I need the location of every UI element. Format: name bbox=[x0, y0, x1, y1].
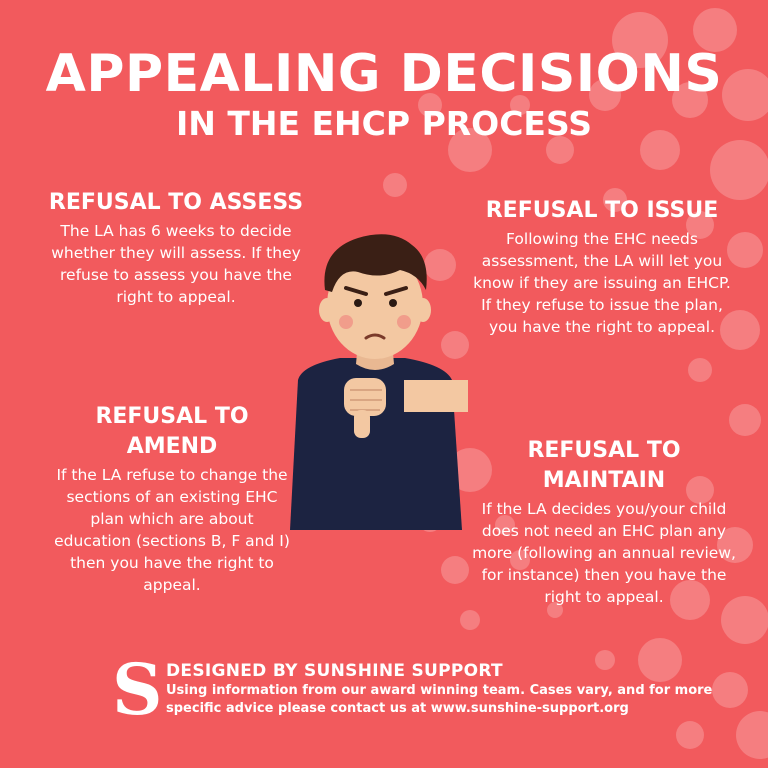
section-heading: REFUSAL TO MAINTAIN bbox=[527, 438, 681, 493]
section-refusal-to-issue: REFUSAL TO ISSUE Following the EHC needs… bbox=[468, 196, 736, 338]
section-refusal-to-assess: REFUSAL TO ASSESS The LA has 6 weeks to … bbox=[48, 188, 304, 308]
footer-designed-by: DESIGNED BY SUNSHINE SUPPORT bbox=[166, 661, 503, 681]
section-heading: REFUSAL TO ISSUE bbox=[485, 198, 719, 223]
section-body: If the LA refuse to change the sections … bbox=[54, 466, 290, 594]
footer: DESIGNED BY SUNSHINE SUPPORT Using infor… bbox=[166, 660, 746, 718]
section-refusal-to-maintain: REFUSAL TO MAINTAIN If the LA decides yo… bbox=[468, 436, 740, 608]
section-body: The LA has 6 weeks to decide whether the… bbox=[51, 222, 301, 306]
sunshine-support-logo-icon: S bbox=[112, 656, 163, 720]
svg-text:S: S bbox=[112, 656, 163, 720]
section-refusal-to-amend: REFUSAL TO AMEND If the LA refuse to cha… bbox=[54, 402, 290, 596]
section-heading: REFUSAL TO ASSESS bbox=[48, 190, 304, 215]
footer-line-2: specific advice please contact us at www… bbox=[166, 701, 629, 716]
page-subtitle: IN THE EHCP PROCESS bbox=[175, 104, 593, 143]
section-body: Following the EHC needs assessment, the … bbox=[473, 230, 731, 336]
page-title: APPEALING DECISIONS bbox=[45, 44, 723, 104]
section-heading: REFUSAL TO AMEND bbox=[95, 404, 249, 459]
footer-line-1: Using information from our award winning… bbox=[166, 683, 713, 698]
thumbs-down-person-illustration bbox=[290, 234, 468, 530]
section-body: If the LA decides you/your child does no… bbox=[472, 500, 736, 606]
